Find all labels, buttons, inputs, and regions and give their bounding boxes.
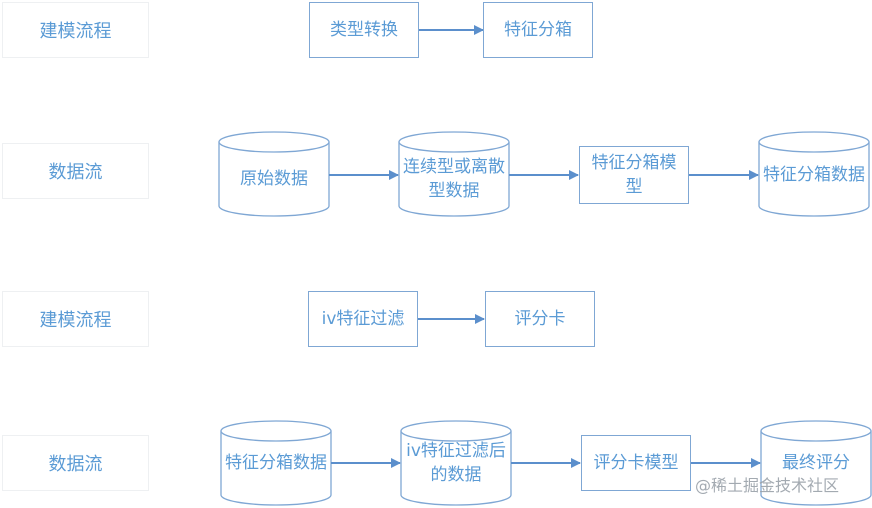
cylinder-final-score: [760, 420, 872, 506]
node-scorecard-model: 评分卡模型: [581, 435, 691, 491]
row-label-modeling-2: 建模流程: [2, 291, 149, 347]
node-iv-filtered-label: iv特征过滤后的数据: [406, 441, 506, 485]
node-raw-data-label: 原始数据: [240, 169, 308, 189]
node-cont-discrete-label: 连续型或离散型数据: [403, 157, 505, 201]
row-label-modeling-1: 建模流程: [2, 2, 149, 58]
cylinder-iv-filtered-data: [400, 420, 512, 506]
node-binned-data-2-label: 特征分箱数据: [225, 453, 327, 473]
node-binning-model: 特征分箱模型: [579, 146, 689, 204]
row-label-dataflow-1: 数据流: [2, 143, 149, 199]
watermark: @稀土掘金技术社区: [695, 476, 840, 495]
node-scorecard: 评分卡: [485, 291, 595, 347]
cylinder-binned-data-1: [758, 131, 870, 217]
node-feature-binning: 特征分箱: [483, 2, 593, 58]
row-label-dataflow-2: 数据流: [2, 435, 149, 491]
node-binned-data-label: 特征分箱数据: [763, 165, 865, 185]
node-iv-filter: iv特征过滤: [308, 291, 418, 347]
node-type-conversion: 类型转换: [309, 2, 419, 58]
cylinder-binned-data-2: [220, 420, 332, 506]
cylinder-raw-data: [218, 131, 330, 217]
cylinder-cont-discrete-data: [398, 131, 510, 217]
node-final-score-label: 最终评分: [782, 453, 850, 473]
